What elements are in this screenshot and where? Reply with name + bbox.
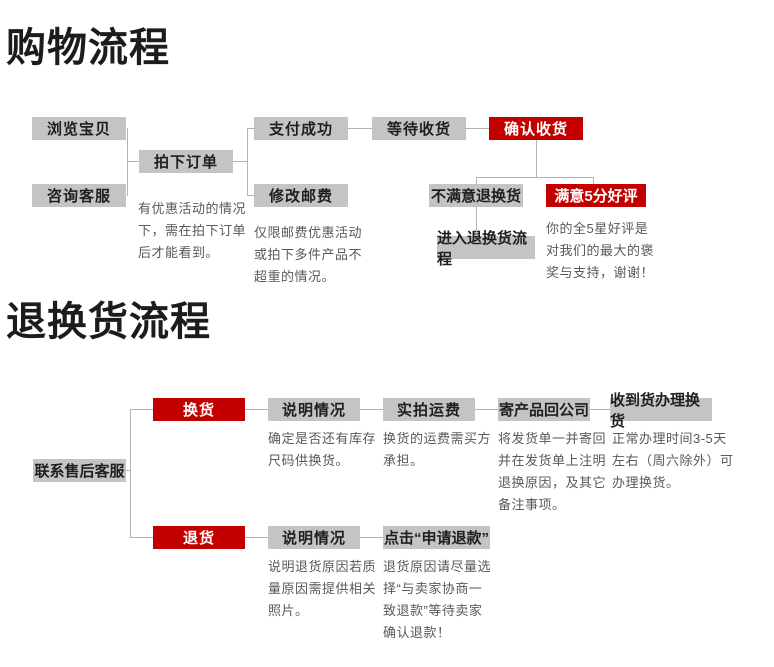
flow-box-unsatisfied: 不满意退换货 (429, 184, 523, 207)
connector-line (348, 128, 372, 129)
flow-box-refund: 退货 (153, 526, 245, 549)
flow-box-exchange: 换货 (153, 398, 245, 421)
connector-line (247, 195, 254, 196)
flow-box-satisfied: 满意5分好评 (546, 184, 646, 207)
note-exchange-explain: 确定是否还有库存 尺码供换货。 (268, 431, 377, 468)
note-postage: 仅限邮费优惠活动 或拍下多件产品不 超重的情况。 (254, 225, 363, 284)
connector-line (245, 537, 268, 538)
connector-line (475, 409, 498, 410)
connector-line (130, 537, 153, 538)
flow-box-exchange-freight: 实拍运费 (383, 398, 475, 421)
connector-line (590, 409, 610, 410)
note-praise: 你的全5星好评是 对我们的最大的褒 奖与支持，谢谢！ (546, 221, 655, 280)
section-title-returns: 退换货流程 (6, 300, 211, 344)
flow-box-consult: 咨询客服 (32, 184, 126, 207)
connector-line (536, 140, 537, 178)
connector-line (476, 177, 477, 184)
flow-box-confirm: 确认收货 (489, 117, 583, 140)
section-title-shopping: 购物流程 (6, 26, 170, 70)
connector-line (360, 537, 383, 538)
flow-box-browse: 浏览宝贝 (32, 117, 126, 140)
connector-line (245, 409, 268, 410)
connector-line (476, 177, 594, 178)
connector-line (130, 409, 131, 537)
flow-box-contact-service: 联系售后客服 (33, 459, 126, 482)
connector-line (233, 161, 247, 162)
connector-line (476, 207, 477, 236)
note-order: 有优惠活动的情况 下，需在拍下订单 后才能看到。 (138, 201, 247, 260)
connector-line (247, 128, 248, 196)
flow-box-refund-click: 点击“申请退款” (383, 526, 490, 549)
connector-line (466, 128, 489, 129)
flow-box-exchange-send: 寄产品回公司 (498, 398, 590, 421)
note-exchange-send: 将发货单一并寄回 并在发货单上注明 退换原因，及其它 备注事项。 (498, 431, 607, 512)
flow-box-pay: 支付成功 (254, 117, 348, 140)
connector-line (130, 409, 153, 410)
connector-line (126, 470, 131, 471)
flow-box-postage: 修改邮费 (254, 184, 348, 207)
note-exchange-freight: 换货的运费需买方 承担。 (383, 431, 492, 468)
flow-box-exchange-explain: 说明情况 (268, 398, 360, 421)
connector-line (247, 128, 254, 129)
connector-line (360, 409, 383, 410)
note-exchange-receive: 正常办理时间3-5天 左右（周六除外）可 办理换货。 (612, 431, 734, 490)
flow-box-exchange-receive: 收到货办理换货 (610, 392, 712, 430)
connector-line (593, 177, 594, 184)
note-refund-click: 退货原因请尽量选 择“与卖家协商一 致退款”等待卖家 确认退款！ (383, 559, 492, 640)
connector-line (127, 128, 128, 196)
connector-line (127, 161, 139, 162)
flow-box-order: 拍下订单 (139, 150, 233, 173)
flow-box-enter-return: 进入退换货流程 (437, 230, 535, 268)
flow-box-wait: 等待收货 (372, 117, 466, 140)
flow-box-refund-explain: 说明情况 (268, 526, 360, 549)
note-refund-explain: 说明退货原因若质 量原因需提供相关 照片。 (268, 559, 377, 618)
